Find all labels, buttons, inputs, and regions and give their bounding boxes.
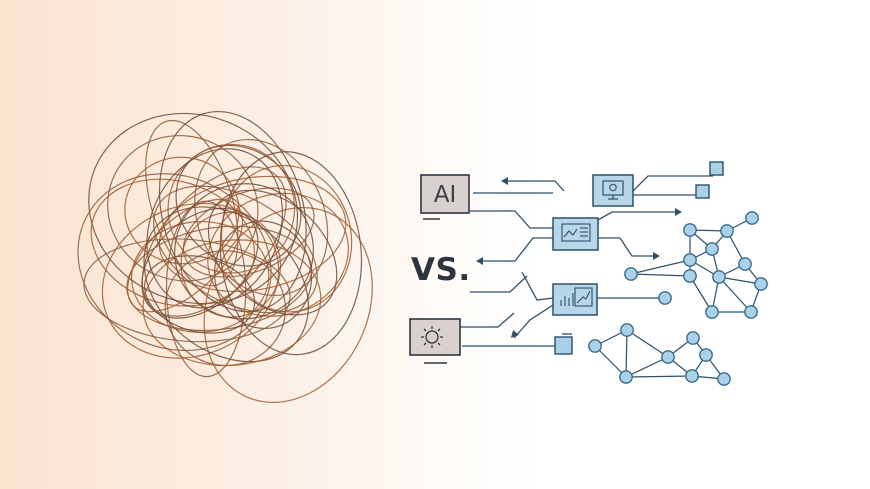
sun-screen-icon [421, 326, 443, 348]
scribble-loop [142, 239, 322, 367]
monitor-box [592, 174, 634, 207]
network-lower-node [685, 369, 699, 383]
network-upper-node [683, 223, 697, 237]
network-upper-node [624, 267, 638, 281]
network-upper-node [705, 242, 719, 256]
vs-label: VS. [411, 252, 471, 288]
network-upper-edge [718, 276, 752, 313]
network-lower-edge [625, 356, 669, 378]
scribble-loop [127, 198, 244, 313]
scribble-loop [175, 144, 302, 267]
network-lower-node [620, 323, 634, 337]
dashboard-chart-icon [561, 223, 591, 242]
network-lower-edge [626, 329, 669, 358]
network-upper-edge [689, 275, 713, 313]
bar-chart-box [552, 283, 598, 316]
scribble-loop [158, 175, 347, 293]
bar-chart-icon [560, 287, 593, 307]
network-upper-node [754, 277, 768, 291]
scribble-loop [182, 187, 315, 278]
network-upper-node [705, 305, 719, 319]
scribble-loop [77, 173, 272, 352]
monitor-eye-icon [602, 180, 624, 200]
network-graphs [588, 211, 768, 386]
network-upper-node [744, 305, 758, 319]
scribble-loop [164, 250, 287, 367]
tangled-scribble [77, 110, 373, 403]
network-upper-node [745, 211, 759, 225]
endpoint-node [658, 291, 672, 305]
scribble-loop [90, 178, 256, 307]
network-lower-node [699, 348, 713, 362]
arrowheads [476, 177, 682, 338]
scribble-loop [124, 156, 240, 265]
scribble-loop [126, 225, 313, 332]
network-lower-node [717, 372, 731, 386]
network-lower-node [619, 370, 633, 384]
network-lower-node [588, 339, 602, 353]
scribble-loop [220, 164, 353, 313]
network-lower-edge [625, 375, 693, 378]
network-upper-node [683, 269, 697, 283]
scribble-loop [180, 211, 282, 318]
connector-lines [460, 175, 713, 347]
network-upper-edge [630, 273, 691, 277]
network-upper-node [683, 253, 697, 267]
scribble-loop [88, 112, 299, 305]
scribble-loop [145, 119, 239, 287]
scribble-loop [219, 151, 363, 356]
network-lower-node [661, 350, 675, 364]
scribble-loop [153, 185, 318, 314]
ai-label: AI [433, 182, 457, 208]
scribble-loop [107, 134, 259, 282]
network-upper-node [720, 224, 734, 238]
network-lower-node [686, 331, 700, 345]
dashboard-box [552, 217, 599, 251]
network-lower-edge [625, 329, 628, 378]
network-upper-edge [630, 259, 691, 275]
network-upper-node [738, 257, 752, 271]
ai-box [420, 174, 470, 220]
network-upper-edge [718, 276, 762, 285]
sun-screen-box [409, 318, 461, 364]
small-squares [554, 161, 724, 355]
network-upper-node [712, 270, 726, 284]
network-lower-edge [594, 345, 627, 378]
